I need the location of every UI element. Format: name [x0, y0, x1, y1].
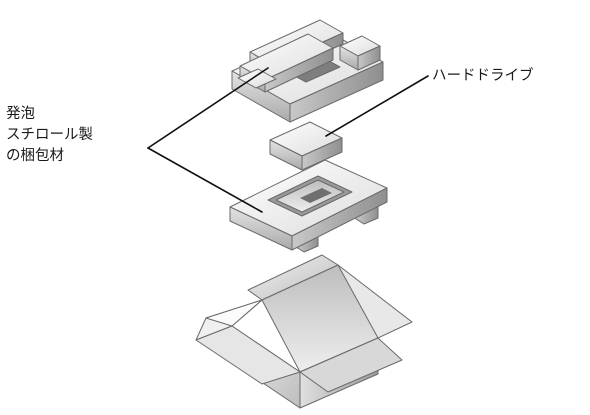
foam-label-line-3: の梱包材: [6, 148, 64, 164]
open-box-icon: [195, 254, 413, 409]
leader-line-foam-bottom: [147, 147, 263, 213]
leader-line-foam-top: [147, 67, 269, 149]
foam-insert-bottom: [229, 159, 388, 253]
foam-label-line-1: 発泡: [6, 106, 35, 122]
leader-line-hard-drive: [325, 75, 429, 137]
hard-drive-label: ハードドライブ: [432, 68, 534, 84]
foam-insert-top: [231, 19, 384, 123]
foam-label-line-2: スチロール製: [6, 127, 93, 143]
hard-drive-icon: [269, 121, 343, 171]
foam-packaging-label: 発泡 スチロール製 の梱包材: [6, 104, 93, 167]
leader-lines: [147, 67, 429, 213]
